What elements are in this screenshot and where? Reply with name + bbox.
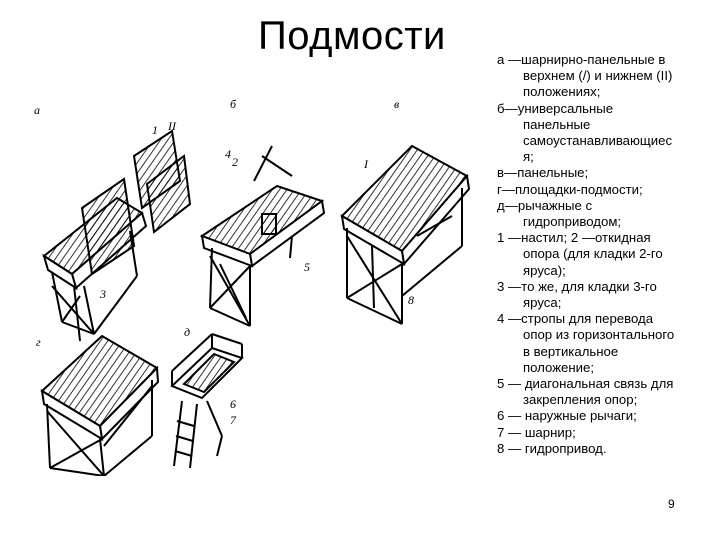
label-6: 6	[230, 397, 236, 411]
legend-item: д—рычажные с	[497, 197, 593, 213]
legend-item: 3 —то же, для кладки 3-го	[497, 278, 657, 294]
legend-item: в—панельные;	[497, 165, 589, 181]
legend-item-continuation: опора (для кладки 2-го	[523, 246, 663, 262]
scaffold-v-drawing	[340, 144, 471, 325]
label-7: 7	[230, 413, 237, 427]
label-3: 3	[99, 287, 106, 301]
legend-item-continuation: самоустанавливающиес	[523, 133, 673, 149]
legend-item: 4 —стропы для перевода	[497, 311, 654, 327]
scaffold-d-drawing	[170, 333, 244, 469]
label-4: 4	[225, 147, 231, 161]
legend-item: 8 — гидропривод.	[497, 440, 607, 456]
legend-item-continuation: яруса;	[523, 295, 562, 311]
legend-item-continuation: положение;	[523, 359, 595, 375]
slide-title: Подмости	[258, 14, 446, 58]
legend-item: б—универсальные	[497, 100, 614, 116]
legend-item-continuation: яруса);	[523, 262, 566, 278]
label-roman-2: II	[167, 119, 177, 133]
legend-item: 5 — диагональная связь для	[497, 376, 674, 392]
legend-item-continuation: панельные	[523, 116, 591, 132]
legend-item-continuation: закрепления опор;	[523, 392, 638, 408]
legend-item-continuation: я;	[523, 149, 534, 165]
legend-item: 7 — шарнир;	[497, 424, 576, 440]
page-number: 9	[668, 497, 675, 511]
scaffold-a-drawing	[42, 129, 192, 342]
scaffold-g-drawing	[40, 334, 160, 476]
label-g: г	[36, 335, 41, 349]
label-roman-1: I	[363, 157, 369, 171]
figure-labels: а б в г д 1 2 3 4 5 6 7 8 I II	[34, 97, 414, 427]
legend-item-continuation: опор из горизонтального	[523, 327, 675, 343]
legend-item: г—площадки-подмости;	[497, 181, 643, 197]
scaffold-b-drawing	[199, 145, 326, 327]
legend-item: а —шарнирно-панельные в	[497, 52, 666, 67]
label-v: в	[394, 97, 399, 111]
label-5: 5	[304, 260, 310, 274]
label-1: 1	[152, 123, 158, 137]
legend-item-continuation: гидроприводом;	[523, 214, 622, 230]
label-8: 8	[408, 293, 414, 307]
legend-item: 1 —настил; 2 —откидная	[497, 230, 651, 246]
legend-item: 6 — наружные рычаги;	[497, 408, 637, 424]
legend-item-continuation: в вертикальное	[523, 343, 619, 359]
label-a: а	[34, 103, 40, 117]
legend-item-continuation: верхнем (/) и нижнем (II)	[523, 68, 673, 84]
label-b: б	[230, 97, 237, 111]
label-2: 2	[232, 155, 238, 169]
legend-item-continuation: положениях;	[523, 84, 601, 100]
scaffold-illustration: а б в г д 1 2 3 4 5 6 7 8 I II	[34, 97, 471, 476]
label-d: д	[184, 325, 190, 339]
